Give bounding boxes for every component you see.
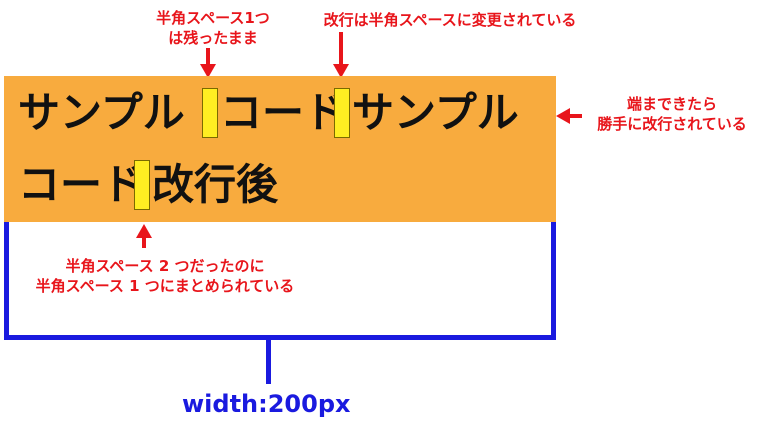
sample-line-2: コード: [18, 160, 144, 210]
sample-text: 改行後: [152, 160, 279, 209]
annotation-line: 端まできたら: [626, 95, 717, 113]
arrow-shaft: [568, 114, 582, 118]
space-marker: [334, 88, 350, 138]
sample-text: コード: [220, 88, 347, 137]
annotation-line: 勝手に改行されている: [597, 115, 747, 133]
arrow-down-icon: [200, 64, 216, 78]
sample-text: サンプル: [18, 88, 185, 137]
annotation-single-space-kept: 半角スペース1つ は残ったまま: [138, 8, 288, 48]
arrow-shaft: [142, 236, 146, 248]
space-marker: [134, 160, 150, 210]
sample-line-1-c: サンプル: [352, 88, 519, 138]
sample-text: サンプル: [352, 88, 519, 137]
arrow-down-icon: [333, 64, 349, 78]
arrow-up-icon: [136, 224, 152, 238]
arrow-shaft: [339, 32, 343, 66]
width-bracket-left: [4, 222, 9, 340]
width-bracket-bottom: [4, 335, 556, 340]
width-label: width:200px: [182, 390, 351, 418]
sample-line-1-b: コード: [220, 88, 346, 138]
annotation-line: 半角スペース 1 つにまとめられている: [35, 277, 295, 295]
annotation-spaces-collapsed: 半角スペース 2 つだったのに 半角スペース 1 つにまとめられている: [0, 256, 330, 296]
annotation-newline-to-space: 改行は半角スペースに変更されている: [323, 11, 577, 29]
width-bracket-right: [551, 222, 556, 340]
arrow-shaft: [206, 48, 210, 66]
sample-render-box: [4, 76, 556, 222]
space-marker: [202, 88, 218, 138]
sample-line-1: サンプル: [18, 88, 185, 138]
annotation-line: は残ったまま: [168, 29, 258, 47]
sample-line-2-b: 改行後: [152, 160, 278, 210]
annotation-auto-wrap: 端まできたら 勝手に改行されている: [582, 94, 762, 134]
annotation-line: 半角スペース1つ: [156, 9, 270, 27]
width-bracket-stem: [266, 340, 271, 384]
sample-text: コード: [18, 160, 145, 209]
arrow-left-icon: [556, 108, 570, 124]
annotation-line: 半角スペース 2 つだったのに: [65, 257, 265, 275]
